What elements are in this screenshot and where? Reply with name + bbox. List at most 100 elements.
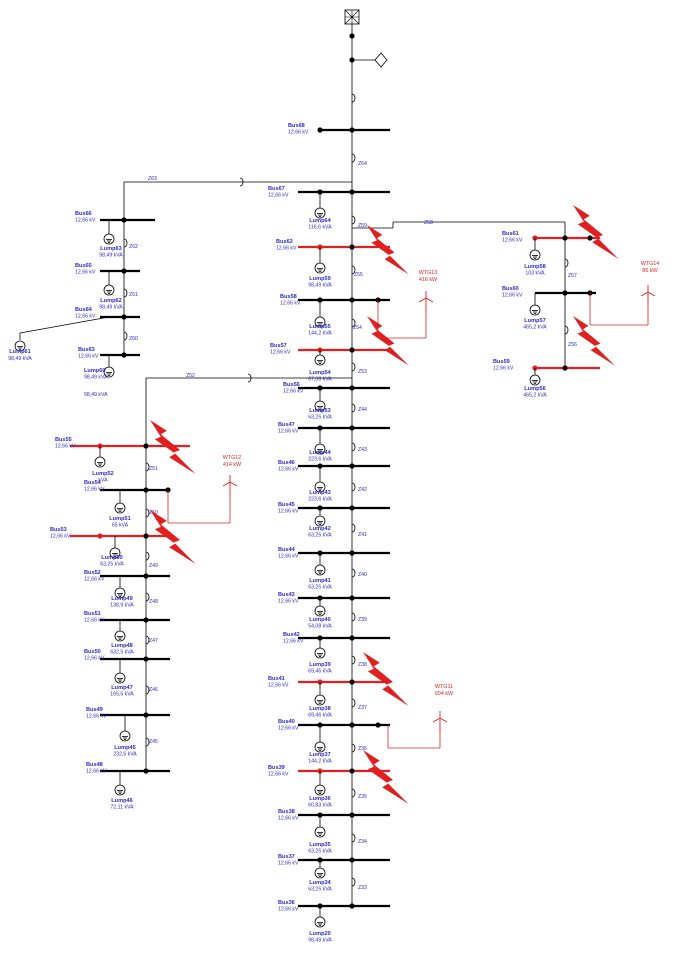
fault-icon <box>573 205 619 259</box>
bus-node <box>349 33 355 39</box>
bus-kv-bus57: 12,66 kV <box>270 350 291 356</box>
wind-turbine-icon[interactable] <box>432 711 448 732</box>
bus-node <box>349 768 355 774</box>
load-kva-lump56: 465,2 kVA <box>523 393 547 399</box>
switch-symbol <box>145 551 150 561</box>
load-icon <box>103 284 115 296</box>
load-icon <box>114 630 126 642</box>
bus-kv-bus54: 12,66 kV <box>84 487 105 493</box>
bus-node <box>121 217 127 223</box>
wind-turbine-icon[interactable] <box>222 475 238 496</box>
switch-symbol <box>351 877 356 887</box>
bus-kv-bus61: 12,66 kV <box>502 238 523 244</box>
bus-node <box>349 505 355 511</box>
load-icon <box>314 207 326 219</box>
load-kva-lump63: 98,49 kVA <box>99 253 123 259</box>
load-kva-lump59: 98,49 kVA <box>308 283 332 289</box>
bus-node <box>349 679 355 685</box>
bus-kv-bus50: 12,66 kV <box>84 656 105 662</box>
switch-symbol <box>123 288 128 298</box>
load-kva-lump60-b: 98,49 kVA <box>84 392 108 398</box>
bus-node <box>349 812 355 818</box>
wind-turbine-icon[interactable] <box>418 291 434 312</box>
load-name-lump42: Lump42 <box>309 526 330 532</box>
switch-symbol <box>123 331 128 341</box>
bus-name-bus39: Bus39 <box>268 765 285 771</box>
bus-kv-bus48: 12,66 kV <box>86 769 107 775</box>
switch-symbol <box>351 442 356 452</box>
bus-kv-bus51: 12,66 kV <box>84 618 105 624</box>
load-name-lump63: Lump63 <box>100 246 121 252</box>
wind-turbine-icon[interactable] <box>640 285 656 306</box>
bus-name-bus67: Bus67 <box>268 186 285 192</box>
load-kva-lump39: 69,46 kVA <box>308 669 332 675</box>
line-label-z42: Z42 <box>358 487 367 493</box>
switch-symbol <box>351 833 356 843</box>
bus-node <box>587 235 593 241</box>
load-icon <box>94 456 106 468</box>
load-kva-lump48: 632,5 kVA <box>110 650 134 656</box>
bus-node <box>143 656 149 662</box>
load-icon <box>114 587 126 599</box>
load-name-lump55: Lump55 <box>309 324 330 330</box>
load-kva-lump41: 63,25 kVA <box>308 585 332 591</box>
fault-icon <box>363 652 409 706</box>
switch-symbol <box>351 788 356 798</box>
bus-kv-bus56: 12,66 kV <box>283 389 304 395</box>
load-icon <box>314 262 326 274</box>
load-name-lump53: Lump53 <box>309 408 330 414</box>
bus-node <box>143 533 149 539</box>
fault-icon <box>573 316 615 366</box>
bus-name-bus61: Bus61 <box>502 231 519 237</box>
line-label-z52: Z52 <box>186 373 195 379</box>
bus-name-bus62: Bus62 <box>276 239 293 245</box>
bus-node <box>349 463 355 469</box>
load-kva-lump54: 67,08 kVA <box>308 377 332 383</box>
bus-node <box>143 617 149 623</box>
bus-node <box>349 385 355 391</box>
line-label-z47: Z47 <box>149 638 158 644</box>
bus-kv-bus64: 12,66 kV <box>75 314 96 320</box>
bus-node <box>121 268 127 274</box>
switch-symbol <box>351 743 356 753</box>
bus-node <box>562 290 568 296</box>
grid-source-icon[interactable] <box>344 9 360 25</box>
bus-kv-bus37: 12,66 kV <box>278 861 299 867</box>
bus-name-bus54: Bus54 <box>84 480 102 486</box>
line-label-z59: Z59 <box>358 223 367 229</box>
load-kva-lump57: 465,2 kVA <box>523 325 547 331</box>
bus-node <box>349 595 355 601</box>
switch-symbol <box>351 362 356 372</box>
wire <box>19 316 110 334</box>
load-kva-lump50: 63,25 kVA <box>100 562 124 568</box>
bus-kv-bus66: 12,66 kV <box>75 218 96 224</box>
bus-name-bus51: Bus51 <box>84 611 101 617</box>
load-kva-lump46: 72,11 kVA <box>110 805 134 811</box>
bus-node <box>143 573 149 579</box>
line-label-z45: Z45 <box>149 739 158 745</box>
bus-node <box>143 487 149 493</box>
load-icon <box>314 400 326 412</box>
line-label-z37: Z37 <box>358 705 367 711</box>
line-label-z58: Z58 <box>424 220 433 226</box>
load-icon <box>314 784 326 796</box>
switch-symbol <box>351 215 356 225</box>
switch-symbol <box>351 568 356 578</box>
bus-node <box>349 189 355 195</box>
line-label-z46: Z46 <box>149 687 158 693</box>
load-name-lump62: Lump62 <box>100 298 121 304</box>
bus-node <box>317 127 323 133</box>
bus-kv-bus49: 12,66 kV <box>86 714 107 720</box>
bus-kv-bus53: 12,66 kV <box>50 534 71 540</box>
bus-kv-bus41: 12,66 kV <box>268 683 289 689</box>
load-icon <box>529 374 541 386</box>
line-label-z36: Z36 <box>358 746 367 752</box>
bus-node <box>349 347 355 353</box>
meter-icon <box>374 52 388 68</box>
switch-symbol <box>351 482 356 492</box>
bus-kv-bus59: 12,66 kV <box>493 366 514 372</box>
load-kva-lump44: 223,6 kVA <box>308 457 332 463</box>
load-name-lump58: Lump58 <box>524 264 545 270</box>
bus-name-bus36: Bus36 <box>278 900 295 906</box>
